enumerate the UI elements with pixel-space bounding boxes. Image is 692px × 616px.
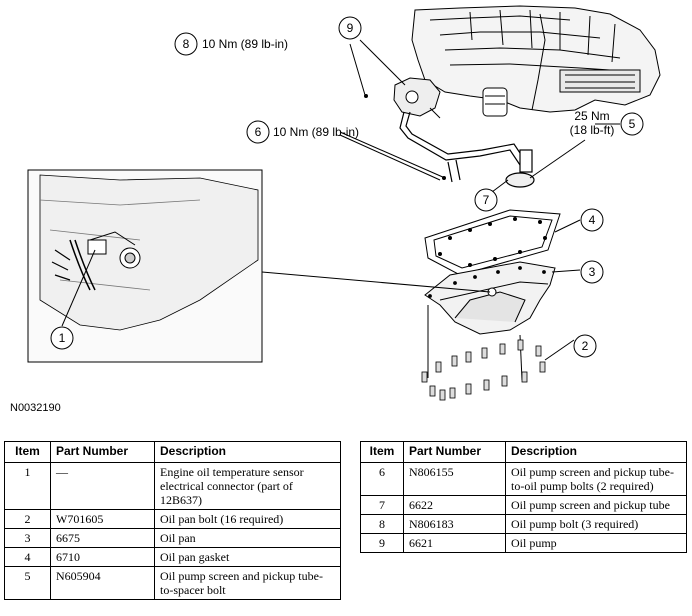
table-row: 1—Engine oil temperature sensor electric… bbox=[4, 462, 341, 510]
cell-description: Oil pump bolt (3 required) bbox=[505, 514, 687, 534]
callout-9: 9 bbox=[338, 16, 362, 40]
callout-7: 7 bbox=[474, 188, 498, 212]
table-header-row: Item Part Number Description bbox=[4, 441, 341, 463]
cell-part-number: 6710 bbox=[50, 547, 155, 567]
cell-part-number: — bbox=[50, 462, 155, 510]
cell-description: Oil pan bbox=[154, 528, 341, 548]
callout-6: 6 10 Nm (89 lb-in) bbox=[246, 120, 359, 144]
cell-part-number: W701605 bbox=[50, 509, 155, 529]
col-header-description: Description bbox=[505, 441, 687, 463]
svg-text:1: 1 bbox=[59, 331, 66, 345]
cell-description: Oil pump screen and pickup tube-to-oil p… bbox=[505, 462, 687, 496]
svg-text:8: 8 bbox=[183, 37, 190, 51]
inset-detail-box bbox=[27, 169, 263, 363]
engine-block-illustration bbox=[393, 5, 661, 119]
cell-item: 3 bbox=[4, 528, 51, 548]
svg-text:5: 5 bbox=[629, 117, 636, 131]
cell-description: Oil pan gasket bbox=[154, 547, 341, 567]
table-header-row: Item Part Number Description bbox=[360, 441, 687, 463]
cell-item: 9 bbox=[360, 533, 404, 553]
cell-description: Oil pan bolt (16 required) bbox=[154, 509, 341, 529]
col-header-part-number: Part Number bbox=[50, 441, 155, 463]
svg-text:2: 2 bbox=[582, 339, 589, 353]
col-header-part-number: Part Number bbox=[403, 441, 506, 463]
cell-part-number: N806183 bbox=[403, 514, 506, 534]
callout-3: 3 bbox=[580, 260, 604, 284]
cell-item: 7 bbox=[360, 495, 404, 515]
callout-4: 4 bbox=[580, 208, 604, 232]
callout-8: 8 10 Nm (89 lb-in) bbox=[174, 32, 288, 56]
col-header-item: Item bbox=[4, 441, 51, 463]
parts-table-left: Item Part Number Description 1—Engine oi… bbox=[4, 441, 341, 600]
cell-item: 1 bbox=[4, 462, 51, 510]
cell-item: 2 bbox=[4, 509, 51, 529]
cell-part-number: 6675 bbox=[50, 528, 155, 548]
cell-item: 5 bbox=[4, 566, 51, 600]
leader-lines bbox=[61, 39, 620, 361]
torque-spec-6: 10 Nm (89 lb-in) bbox=[273, 125, 359, 139]
cell-description: Oil pump screen and pickup tube bbox=[505, 495, 687, 515]
callout-1: 1 bbox=[50, 326, 74, 350]
svg-text:7: 7 bbox=[483, 193, 490, 207]
svg-text:3: 3 bbox=[589, 265, 596, 279]
cell-description: Oil pump bbox=[505, 533, 687, 553]
svg-text:9: 9 bbox=[347, 21, 354, 35]
cell-item: 6 bbox=[360, 462, 404, 496]
cell-description: Oil pump screen and pickup tube-to-space… bbox=[154, 566, 341, 600]
cell-item: 4 bbox=[4, 547, 51, 567]
pickup-tube-illustration bbox=[399, 111, 535, 188]
callout-2: 2 bbox=[573, 334, 597, 358]
cell-item: 8 bbox=[360, 514, 404, 534]
cell-part-number: 6622 bbox=[403, 495, 506, 515]
torque-spec-5-lbft: (18 lb-ft) bbox=[570, 123, 615, 137]
col-header-description: Description bbox=[154, 441, 341, 463]
cell-part-number: 6621 bbox=[403, 533, 506, 553]
svg-text:4: 4 bbox=[589, 213, 596, 227]
cell-part-number: N806155 bbox=[403, 462, 506, 496]
col-header-item: Item bbox=[360, 441, 404, 463]
svg-text:6: 6 bbox=[255, 125, 262, 139]
callout-5: 5 25 Nm (18 lb-ft) bbox=[570, 109, 644, 137]
exploded-parts-diagram: 1 2 3 4 5 25 Nm (18 lb-ft) 6 10 Nm (89 l… bbox=[27, 5, 661, 401]
oil-pan-illustration bbox=[424, 261, 556, 381]
torque-spec-5-nm: 25 Nm bbox=[574, 109, 609, 123]
oil-pan-bolts-illustration bbox=[421, 339, 546, 401]
torque-spec-8: 10 Nm (89 lb-in) bbox=[202, 37, 288, 51]
figure-id: N0032190 bbox=[10, 402, 61, 414]
oil-pan-gasket-illustration bbox=[424, 209, 561, 276]
cell-description: Engine oil temperature sensor electrical… bbox=[154, 462, 341, 510]
cell-part-number: N605904 bbox=[50, 566, 155, 600]
